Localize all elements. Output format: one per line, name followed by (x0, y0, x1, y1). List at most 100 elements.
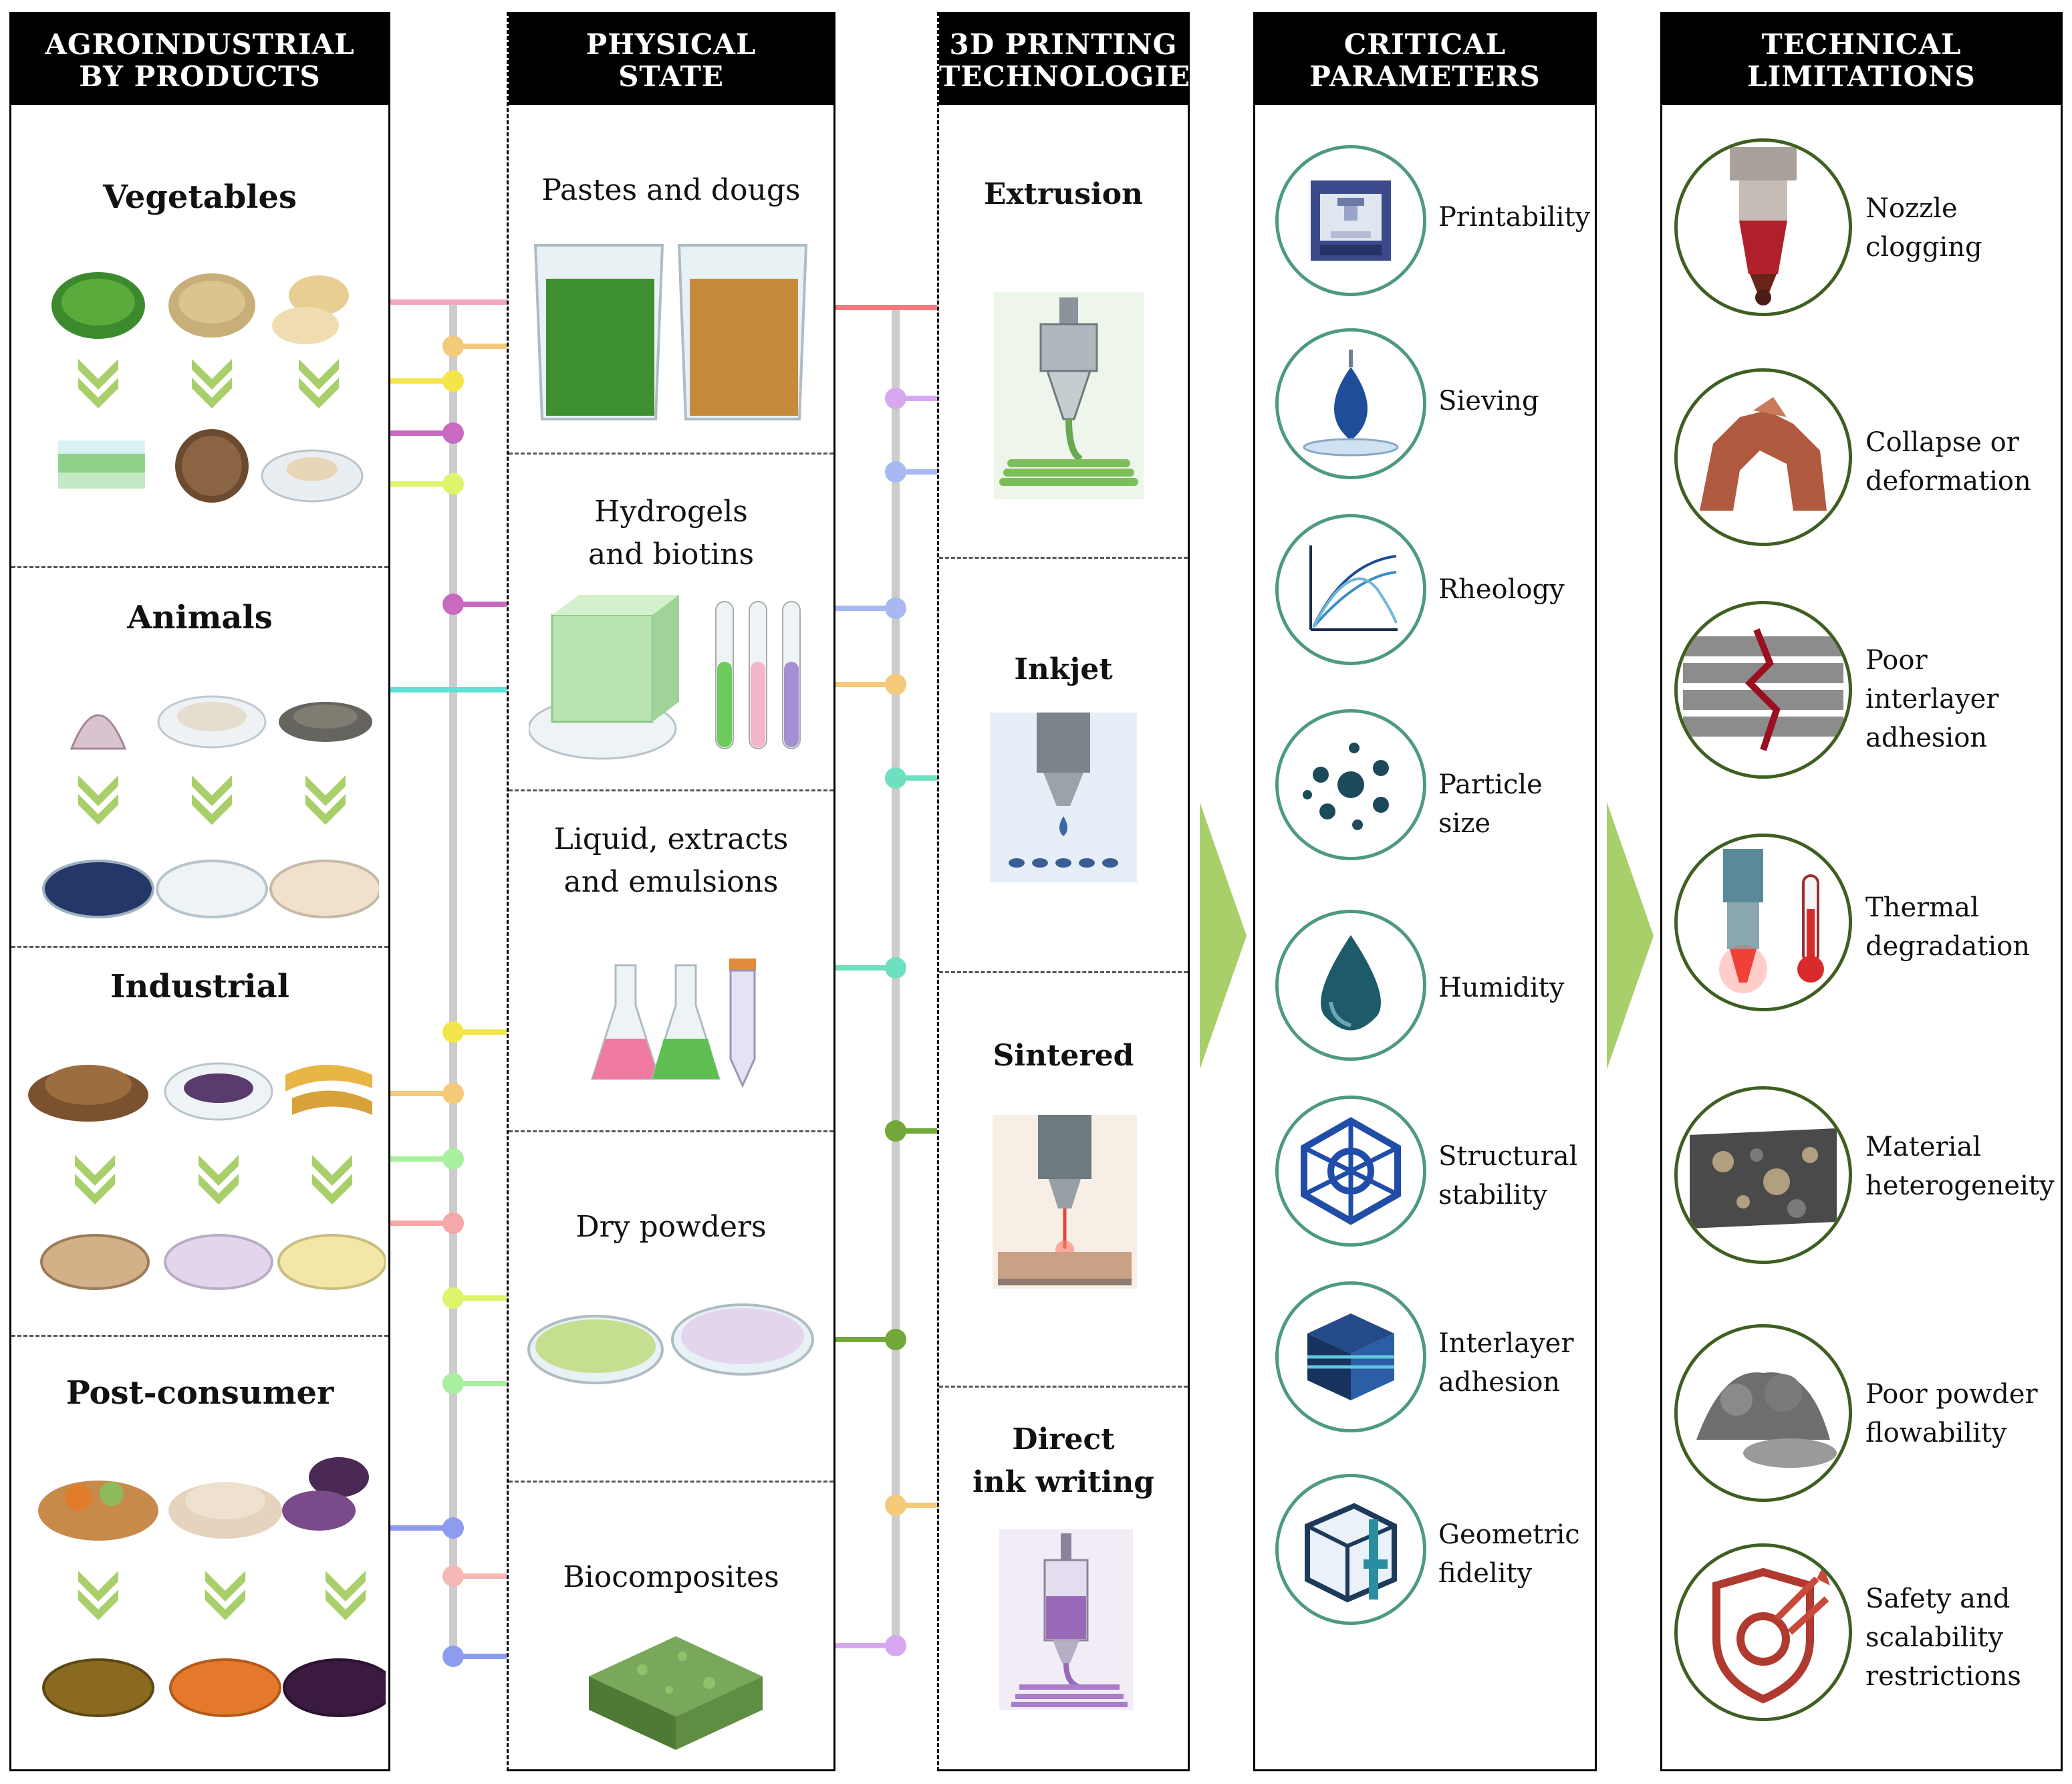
section-animals: Animals (11, 566, 388, 946)
tech-title-sintered: Sintered (993, 1039, 1134, 1073)
limit-label-flowability-1: Poor powder (1865, 1379, 2038, 1410)
technical-limitations-column: TECHNICAL LIMITATIONS Nozzle clogging Co… (1660, 12, 2063, 1771)
param-label-interlayer-2: adhesion (1438, 1367, 1561, 1398)
param-label-interlayer-1: Interlayer (1438, 1328, 1574, 1359)
shield-gear-icon (1674, 1543, 1852, 1721)
tech-extrusion: Extrusion (939, 105, 1188, 557)
state-label-hydrogels-2: and biotins (588, 537, 755, 571)
limit-label-thermal-1: Thermal (1865, 892, 1979, 923)
flasks-illustration (590, 959, 756, 1088)
param-label-rheology: Rheology (1438, 574, 1565, 605)
tech-title-direct-1: Direct (1012, 1422, 1115, 1456)
collapsed-structure-icon (1674, 368, 1852, 546)
physical-column-header: PHYSICAL STATE (509, 14, 833, 105)
cracked-layers-icon (1674, 601, 1852, 779)
state-dry-powders: Dry powders (509, 1130, 833, 1481)
state-label-hydrogels-1: Hydrogels (594, 495, 748, 529)
physical-state-column: PHYSICAL STATE Pastes and dougs Hydrogel… (507, 12, 835, 1771)
limit-label-safety-3: restrictions (1865, 1661, 2021, 1692)
limit-label-safety-1: Safety and (1865, 1583, 2011, 1614)
agro-header-line1: AGROINDUSTRIAL (45, 28, 355, 61)
water-drop-icon (1275, 910, 1426, 1061)
limitations-column-header: TECHNICAL LIMITATIONS (1662, 14, 2061, 105)
param-label-structural-1: Structural (1438, 1141, 1578, 1172)
inkjet-nozzle-icon (990, 713, 1137, 882)
limit-label-heterogeneity-1: Material (1865, 1132, 1982, 1162)
clogged-nozzle-icon (1674, 138, 1852, 316)
sintering-laser-icon (993, 1115, 1137, 1289)
rheology-curve-icon (1275, 514, 1426, 665)
limit-label-collapse-1: Collapse or (1865, 427, 2019, 458)
biocomposite-block-illustration (589, 1636, 763, 1750)
param-label-structural-2: stability (1438, 1180, 1548, 1210)
param-label-particle-size: Particle size (1438, 769, 1543, 839)
powder-pile-icon (1674, 1324, 1852, 1502)
technologies-column: 3D PRINTING TECHNOLOGIES Extrusion Inkje… (937, 12, 1212, 1771)
section-title-animals: Animals (127, 599, 273, 636)
section-vegetables: Vegetables (11, 105, 388, 566)
limit-label-adhesion-1: Poor (1865, 645, 1928, 676)
syringe-ink-icon (999, 1529, 1133, 1710)
critical-parameters-column: CRITICAL PARAMETERS Printability Sieving… (1253, 12, 1597, 1771)
agro-byproducts-column: AGROINDUSTRIAL BY PRODUCTS Vegetables (9, 12, 390, 1771)
agro-header-line2: BY PRODUCTS (79, 60, 321, 93)
limitations-header-line1: TECHNICAL (1761, 28, 1962, 61)
connector-branches-2 (835, 305, 937, 1656)
critical-header-line1: CRITICAL (1343, 28, 1507, 61)
big-arrow-right-1-icon (1200, 802, 1247, 1069)
vegetables-illustration (51, 272, 364, 503)
agro-column-header: AGROINDUSTRIAL BY PRODUCTS (11, 14, 388, 105)
connector-agro-physical (390, 299, 507, 1667)
animals-illustration (42, 695, 379, 918)
param-label-humidity: Humidity (1438, 973, 1565, 1003)
post-consumer-illustration (38, 1457, 386, 1717)
limit-label-thermal-2: degradation (1865, 931, 2031, 962)
section-title-vegetables: Vegetables (102, 178, 297, 216)
particles-icon (1275, 709, 1426, 860)
thermometer-nozzle-icon (1674, 834, 1852, 1011)
hydrogel-illustration (529, 595, 801, 760)
state-label-biocomposites: Biocomposites (563, 1560, 779, 1594)
param-label-geometric-2: fidelity (1438, 1558, 1533, 1589)
tech-title-inkjet: Inkjet (1014, 652, 1113, 686)
state-label-dry-powders: Dry powders (575, 1210, 767, 1244)
limit-label-collapse-2: deformation (1865, 466, 2031, 497)
param-label-geometric-1: Geometric (1438, 1519, 1580, 1550)
connector-branches-1 (390, 299, 507, 1667)
pastes-beakers-illustration (533, 244, 808, 420)
tech-title-direct-2: ink writing (972, 1465, 1155, 1499)
state-label-liquids-1: Liquid, extracts (553, 822, 789, 856)
state-biocomposites: Biocomposites (509, 1481, 833, 1769)
state-label-pastes: Pastes and dougs (541, 173, 801, 207)
layers-icon (1275, 1281, 1426, 1432)
big-arrow-right-2-icon (1607, 802, 1654, 1069)
connector-physical-technologies (835, 305, 937, 1656)
powder-dishes-illustration (527, 1303, 814, 1384)
limitations-header-line2: LIMITATIONS (1747, 60, 1976, 93)
tech-sintered: Sintered (939, 971, 1188, 1386)
limit-label-adhesion-3: adhesion (1865, 723, 1988, 753)
limit-label-adhesion-2: interlayer (1865, 684, 1999, 715)
drop-sieve-icon (1275, 328, 1426, 479)
state-hydrogels: Hydrogels and biotins (509, 453, 833, 789)
state-liquids: Liquid, extracts and emulsions (509, 789, 833, 1130)
caliper-cube-icon (1275, 1474, 1426, 1625)
limit-label-safety-2: scalability (1865, 1622, 2004, 1653)
section-industrial: Industrial (11, 946, 388, 1335)
technologies-header-line2: TECHNOLOGIES (939, 60, 1212, 93)
critical-column-header: CRITICAL PARAMETERS (1255, 14, 1595, 105)
section-post-consumer: Post-consumer (11, 1335, 388, 1769)
limit-label-flowability-2: flowability (1865, 1418, 2007, 1448)
heterogeneous-block-icon (1674, 1086, 1852, 1264)
state-pastes: Pastes and dougs (509, 105, 833, 453)
technologies-column-header: 3D PRINTING TECHNOLOGIES (939, 14, 1212, 105)
extrusion-nozzle-icon (994, 292, 1144, 499)
printer-icon (1275, 145, 1426, 296)
param-label-printability: Printability (1438, 202, 1591, 233)
param-label-sieving: Sieving (1438, 386, 1539, 416)
critical-header-line2: PARAMETERS (1309, 60, 1541, 93)
limit-label-nozzle-2: clogging (1865, 232, 1982, 263)
section-title-industrial: Industrial (110, 968, 289, 1005)
tech-direct-ink-writing: Direct ink writing (939, 1386, 1188, 1769)
section-title-post-consumer: Post-consumer (66, 1374, 334, 1412)
